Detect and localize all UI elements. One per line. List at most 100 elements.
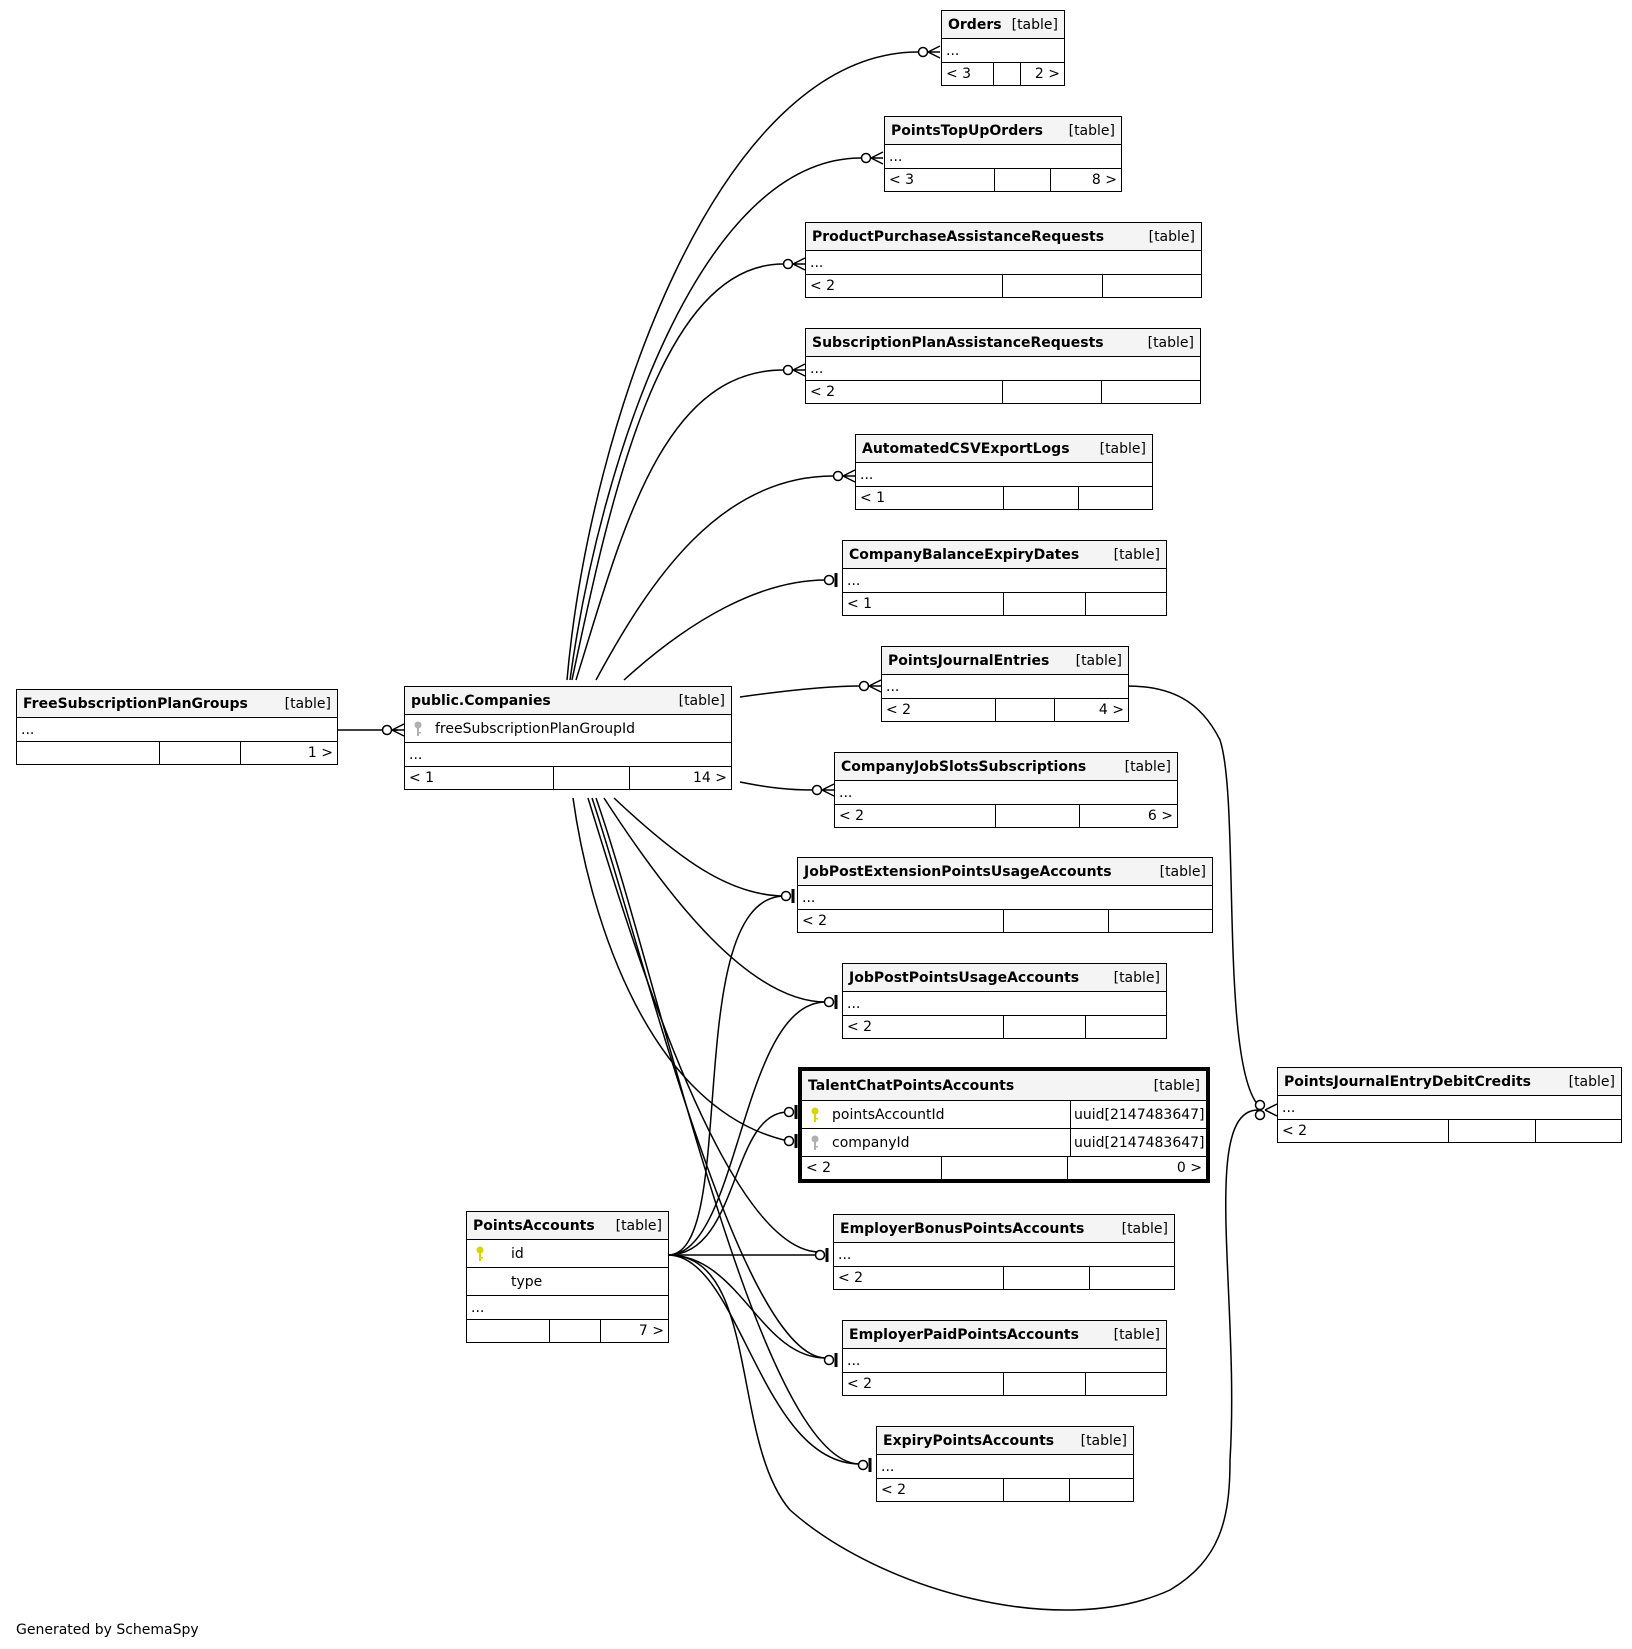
children-count: 8 >	[1091, 172, 1117, 188]
edge-pointsaccounts-employerpaid	[667, 1254, 827, 1359]
parents-count: < 2	[843, 1016, 1004, 1038]
column-type: uuid[2147483647]	[1070, 1129, 1206, 1156]
table-kind: [table]	[1159, 863, 1206, 880]
table-kind: [table]	[1124, 758, 1171, 775]
table-kind: [table]	[1153, 1077, 1200, 1094]
parents-count	[17, 742, 160, 764]
table-name: EmployerBonusPointsAccounts	[840, 1220, 1085, 1237]
table-name: public.Companies	[411, 692, 551, 709]
mid-cell	[550, 1320, 601, 1342]
table-points-top-up-orders[interactable]: PointsTopUpOrders [table] ... < 3 8 >	[884, 116, 1122, 192]
table-free-subscription-plan-groups[interactable]: FreeSubscriptionPlanGroups[table] ... 1 …	[16, 689, 338, 765]
mid-cell	[1003, 381, 1102, 403]
edge-companies-employerpaid	[591, 797, 827, 1359]
mid-cell	[1003, 275, 1103, 297]
edge-companies-companyjobslots	[739, 781, 814, 791]
table-name: ProductPurchaseAssistanceRequests	[812, 228, 1105, 245]
table-product-purchase-assistance-requests[interactable]: ProductPurchaseAssistanceRequests[table]…	[805, 222, 1202, 298]
table-name: CompanyBalanceExpiryDates	[849, 546, 1080, 563]
mid-cell	[1004, 593, 1086, 615]
parents-count: < 2	[843, 1373, 1004, 1395]
children-count: 14 >	[693, 770, 727, 786]
edge-pointsaccounts-debit	[667, 1109, 1259, 1611]
table-points-accounts[interactable]: PointsAccounts[table] id type ... 7 >	[466, 1211, 669, 1343]
table-name: PointsTopUpOrders	[891, 122, 1043, 139]
table-points-journal-entry-debit-credits[interactable]: PointsJournalEntryDebitCredits [table] ..…	[1277, 1067, 1622, 1143]
mid-cell	[996, 805, 1080, 827]
mid-cell	[554, 767, 630, 789]
table-name: FreeSubscriptionPlanGroups	[23, 695, 248, 712]
table-automated-csv-export-logs[interactable]: AutomatedCSVExportLogs[table] ... < 1	[855, 434, 1153, 510]
table-name: PointsJournalEntryDebitCredits	[1284, 1073, 1531, 1090]
children-count	[1102, 381, 1200, 403]
column-name: type	[511, 1273, 543, 1290]
edge-pointsjournalentries-debit	[1126, 685, 1259, 1106]
parents-count: < 2	[877, 1479, 1004, 1501]
children-count	[1109, 910, 1212, 932]
parents-count: < 3	[885, 169, 995, 191]
mid-cell	[160, 742, 241, 764]
table-kind: [table]	[1099, 440, 1146, 457]
table-talent-chat-points-accounts[interactable]: TalentChatPointsAccounts[table] pointsAc…	[798, 1067, 1210, 1183]
mid-cell	[1004, 910, 1109, 932]
foreign-key-icon	[411, 720, 425, 738]
table-kind: [table]	[1113, 546, 1160, 563]
children-count	[1070, 1479, 1133, 1501]
generated-by-footer: Generated by SchemaSpy	[16, 1622, 199, 1638]
edge-pointsaccounts-jobpostextension	[667, 895, 786, 1256]
columns-ellipsis: ...	[1282, 1099, 1296, 1116]
children-count: 7 >	[638, 1323, 664, 1339]
table-kind: [table]	[615, 1217, 662, 1234]
children-count	[1079, 487, 1152, 509]
edge-companies-productpurchase	[571, 263, 784, 681]
table-name: CompanyJobSlotsSubscriptions	[841, 758, 1087, 775]
parents-count: < 1	[843, 593, 1004, 615]
table-expiry-points-accounts[interactable]: ExpiryPointsAccounts[table] ... < 2	[876, 1426, 1134, 1502]
table-job-post-extension-points-usage-accounts[interactable]: JobPostExtensionPointsUsageAccounts [tabl…	[797, 857, 1213, 933]
column-name: companyId	[832, 1134, 910, 1151]
table-kind: [table]	[1011, 16, 1058, 33]
table-job-post-points-usage-accounts[interactable]: JobPostPointsUsageAccounts[table] ... < …	[842, 963, 1167, 1039]
columns-ellipsis: ...	[838, 1246, 852, 1263]
columns-ellipsis: ...	[860, 466, 874, 483]
column-name: pointsAccountId	[832, 1106, 945, 1123]
table-kind: [table]	[1068, 122, 1115, 139]
table-public-companies[interactable]: public.Companies[table] freeSubscription…	[404, 686, 732, 790]
table-company-balance-expiry-dates[interactable]: CompanyBalanceExpiryDates[table] ... < 1	[842, 540, 1167, 616]
edge-companies-expirypoints	[595, 797, 861, 1465]
columns-ellipsis: ...	[847, 995, 861, 1012]
mid-cell	[1004, 1373, 1086, 1395]
table-kind: [table]	[1568, 1073, 1615, 1090]
mid-cell	[995, 169, 1051, 191]
columns-ellipsis: ...	[881, 1458, 895, 1475]
mid-cell	[942, 1157, 1068, 1179]
table-employer-paid-points-accounts[interactable]: EmployerPaidPointsAccounts[table] ... < …	[842, 1320, 1167, 1396]
edge-pointsaccounts-jobpostpoints	[667, 1001, 827, 1256]
parents-count: < 2	[835, 805, 996, 827]
mid-cell	[1004, 1267, 1090, 1289]
edge-companies-jobpostextension	[613, 797, 786, 897]
foreign-key-icon	[808, 1134, 822, 1152]
table-employer-bonus-points-accounts[interactable]: EmployerBonusPointsAccounts[table] ... <…	[833, 1214, 1175, 1290]
edge-companies-orders	[566, 51, 919, 681]
table-company-job-slots-subscriptions[interactable]: CompanyJobSlotsSubscriptions[table] ... …	[834, 752, 1178, 828]
children-count: 1 >	[307, 745, 333, 761]
edge-companies-pointsjournalentries	[739, 685, 861, 698]
parents-count: < 2	[806, 275, 1003, 297]
children-count	[1090, 1267, 1174, 1289]
parents-count: < 3	[942, 63, 994, 85]
primary-key-icon	[808, 1106, 822, 1124]
mid-cell	[994, 63, 1021, 85]
columns-ellipsis: ...	[946, 42, 960, 59]
table-subscription-plan-assistance-requests[interactable]: SubscriptionPlanAssistanceRequests[table…	[805, 328, 1201, 404]
columns-ellipsis: ...	[889, 148, 903, 165]
table-kind: [table]	[1113, 969, 1160, 986]
parents-count	[467, 1320, 550, 1342]
table-name: JobPostExtensionPointsUsageAccounts	[804, 863, 1112, 880]
mid-cell	[1004, 1016, 1086, 1038]
parents-count: < 1	[405, 767, 554, 789]
mid-cell	[1004, 487, 1079, 509]
